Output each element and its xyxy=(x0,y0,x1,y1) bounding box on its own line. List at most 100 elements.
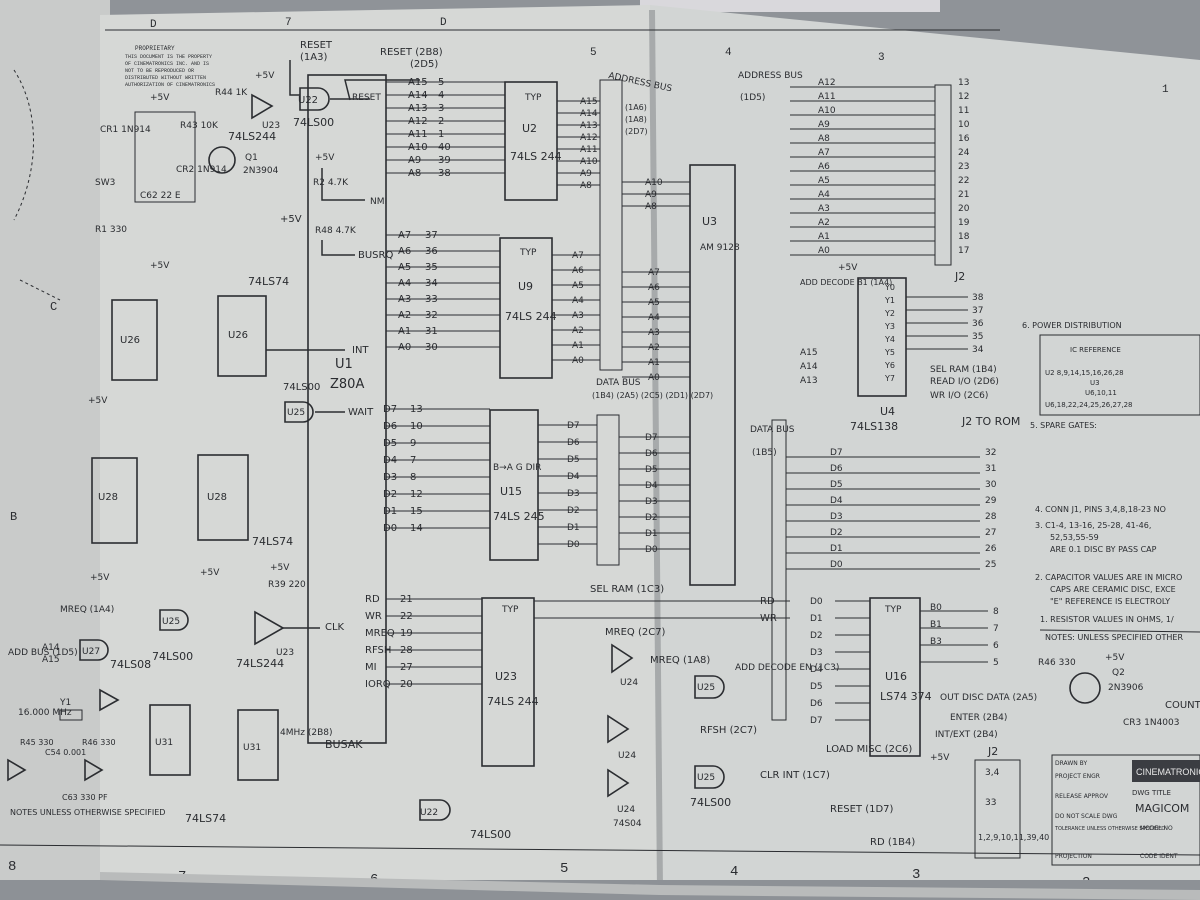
title-block-frame xyxy=(1051,754,1200,866)
note-3: 52,53,55-59 xyxy=(1050,533,1099,542)
u4-j2-pin: 34 xyxy=(972,345,984,355)
u9-output-label: A1 xyxy=(572,341,584,351)
bottom-border xyxy=(0,844,1200,856)
cpu-control-label: RFSH xyxy=(365,645,391,656)
u25c-label: U25 xyxy=(697,683,715,693)
u16-j2-pin: 5 xyxy=(993,658,999,668)
note-2: CAPS ARE CERAMIC DISC, EXCE xyxy=(1050,585,1176,594)
mreq-2c7-label: MREQ (2C7) xyxy=(605,627,666,638)
u16-latch-chip xyxy=(869,597,921,757)
u16-input-label: D4 xyxy=(810,665,823,675)
company-logo-bar xyxy=(1132,760,1200,782)
notes-block: 6. POWER DISTRIBUTION IC REFERENCE U2 8,… xyxy=(1022,321,1200,642)
proprietary-line: NOT TO BE REPRODUCED OR xyxy=(125,68,194,74)
cpu-control-label: IORQ xyxy=(365,679,391,690)
j2-pins: 3,4 xyxy=(985,768,1000,778)
j2-connector xyxy=(974,759,1021,859)
u16-output-label: B0 xyxy=(930,603,942,613)
u16-input-label: D6 xyxy=(810,699,823,709)
u4-j2-pin: 36 xyxy=(972,319,984,329)
right-page xyxy=(650,5,1200,900)
u4-output-label: Y3 xyxy=(884,322,895,331)
u9-output-label: A5 xyxy=(572,281,584,291)
right-address-pin: 22 xyxy=(958,176,969,186)
u15-output-label: D0 xyxy=(567,540,580,550)
ram-address-label: A2 xyxy=(648,343,660,353)
right-address-label: A5 xyxy=(818,176,830,186)
add-decode-en-label: ADD DECODE EN (1C3) xyxy=(735,663,839,673)
u2-type: 74LS 244 xyxy=(510,150,562,163)
plus5v-label: +5V xyxy=(280,214,302,225)
plus5v-label: +5V xyxy=(315,153,335,163)
add-decode-b1-label: ADD DECODE B1 (1A4) xyxy=(800,278,892,287)
ram-address-label: A9 xyxy=(645,190,657,200)
power-distribution-note: 6. POWER DISTRIBUTION xyxy=(1022,321,1122,330)
left-page-dashed-curve xyxy=(13,69,34,221)
u16-input-label: D2 xyxy=(810,631,823,641)
note-3: 3. C1-4, 13-16, 25-28, 41-46, xyxy=(1035,521,1151,530)
u4-output-label: Y5 xyxy=(884,348,895,357)
u22b-label: U22 xyxy=(420,808,438,818)
model-no-label: MODEL NO xyxy=(1140,825,1173,832)
border-letter: D xyxy=(440,17,447,29)
u16-j2-pin: 7 xyxy=(993,624,999,634)
u25d-nand-gate xyxy=(694,765,725,789)
u15-label: U15 xyxy=(500,485,522,498)
u23-buffer-chip xyxy=(481,597,535,767)
proprietary-line: THIS DOCUMENT IS THE PROPERTY xyxy=(125,54,212,60)
proprietary-line: DISTRIBUTED WITHOUT WRITTEN xyxy=(125,75,206,81)
u16-type: LS74 374 xyxy=(880,690,932,703)
border-number: 7 xyxy=(285,17,292,29)
u16-typ-label: TYP xyxy=(884,605,902,615)
u31a-label: U31 xyxy=(155,738,173,748)
u2-label: U2 xyxy=(522,122,537,135)
rom-j2-pin: 27 xyxy=(985,528,996,538)
u22-nand-gate xyxy=(299,87,330,111)
address-bus-right-ref: (1D5) xyxy=(740,93,765,103)
u28b-label: U28 xyxy=(207,492,227,503)
int-label: INT xyxy=(352,345,369,356)
u23-clk-type: 74LS244 xyxy=(236,657,284,670)
u4-j2-pin: 38 xyxy=(972,293,984,303)
u16-input-label: D0 xyxy=(810,597,823,607)
u26a-label: U26 xyxy=(120,335,140,346)
clock-4mhz-label: 4MHz (2B8) xyxy=(280,728,333,738)
u4-label: U4 xyxy=(880,405,895,418)
right-address-label: A3 xyxy=(818,204,830,214)
u24-type: 74S04 xyxy=(613,819,642,829)
right-address-label: A10 xyxy=(818,106,836,116)
ram-address-label: A6 xyxy=(648,283,660,293)
u15-output-label: D2 xyxy=(567,506,580,516)
reset-rc-network xyxy=(134,111,196,203)
clock-circuit: +5V R39 220 U23 74LS244 CLK MREQ (1A4) U… xyxy=(7,563,345,825)
crystal-freq-label: 16.000 MHz xyxy=(18,708,72,718)
r1-label: R39 220 xyxy=(268,580,306,590)
u23-typ-label: TYP xyxy=(501,605,519,615)
right-address-pin: 16 xyxy=(958,134,970,144)
note-1: 1. RESISTOR VALUES IN OHMS, 1/ xyxy=(1040,615,1174,624)
u25-label: U25 xyxy=(287,408,305,418)
u4-output-label: Y6 xyxy=(884,361,895,370)
u16-input-label: D5 xyxy=(810,682,823,692)
u24-label: U24 xyxy=(618,751,636,761)
data-bus-bar xyxy=(596,414,620,566)
book-gutter xyxy=(649,9,663,891)
title-block: CINEMATRONIC DRAWN BY PROJECT ENGR RELEA… xyxy=(1051,754,1200,866)
project-engr-label: PROJECT ENGR xyxy=(1055,773,1100,780)
address-bus-ref: (1A8) xyxy=(625,115,647,124)
u25b-nand-gate xyxy=(159,609,189,631)
border-number: 3 xyxy=(878,52,885,64)
ic-ref-row: U2 8,9,14,15,16,26,28 xyxy=(1045,369,1124,377)
u24-inverter xyxy=(607,714,630,744)
address-bus-ref: (2D7) xyxy=(625,127,648,136)
u23-buffer xyxy=(251,93,274,120)
q1-label: Q1 xyxy=(245,153,258,163)
q2-type: 2N3906 xyxy=(1108,683,1144,693)
u9-buffer-chip xyxy=(499,237,553,379)
border-letter: D xyxy=(150,19,157,31)
u27-type: 74LS08 xyxy=(110,658,151,671)
note-2: "E" REFERENCE IS ELECTROLY xyxy=(1050,597,1170,606)
u4-input-label: A15 xyxy=(800,348,818,358)
data-bus-right-ref: (1B5) xyxy=(752,448,777,458)
